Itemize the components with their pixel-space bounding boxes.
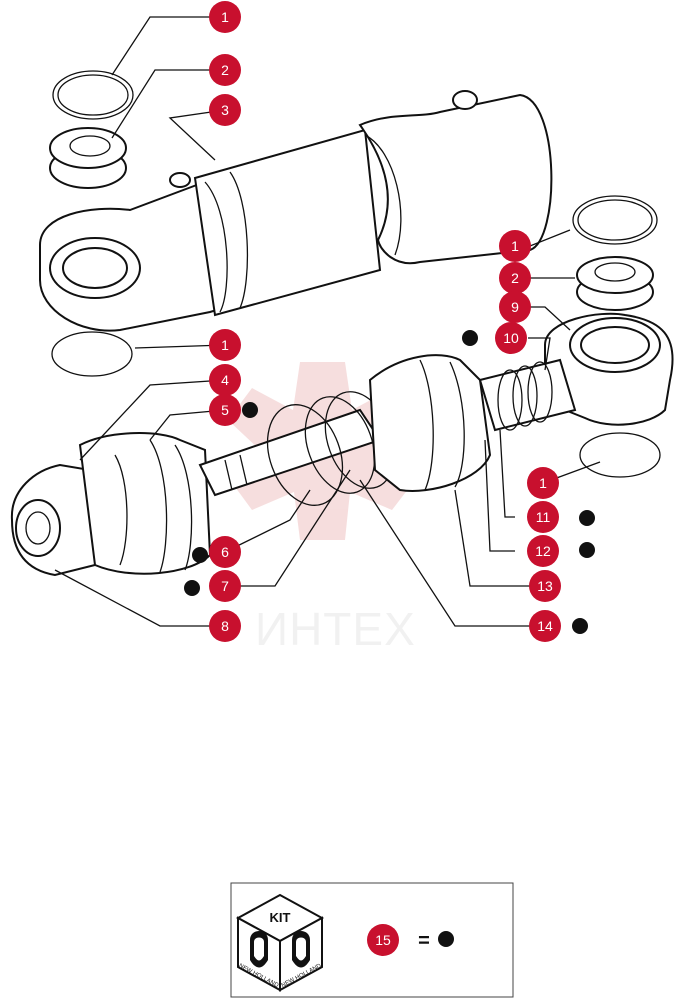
gland-nut	[10, 463, 107, 577]
piston-body	[368, 354, 492, 492]
callout-1: 1	[209, 329, 241, 361]
snap-ring-right-upper	[572, 195, 658, 245]
callout-label: 1	[539, 475, 547, 491]
kit-dot	[184, 580, 200, 596]
callout-label: 1	[221, 337, 229, 353]
kit-dot	[242, 402, 258, 418]
callout-label: 1	[511, 238, 519, 254]
kit-dot	[192, 547, 208, 563]
snap-ring-below-clevis	[51, 331, 133, 377]
callout-7: 7	[209, 570, 241, 602]
callout-label: 9	[511, 299, 519, 315]
wiper-seal-right	[576, 256, 654, 311]
callout-4: 4	[209, 364, 241, 396]
callout-5: 5	[209, 394, 241, 426]
callout-6: 6	[209, 536, 241, 568]
callout-label: 2	[221, 62, 229, 78]
new-holland-leaf-icon	[292, 931, 310, 968]
callout-2: 2	[499, 262, 531, 294]
callout-11: 11	[527, 501, 559, 533]
callout-label: 11	[536, 509, 551, 525]
callout-12: 12	[527, 535, 559, 567]
piston-head-left	[78, 432, 212, 575]
callout-14: 14	[529, 610, 561, 642]
kit-dot	[572, 618, 588, 634]
wiper-seal-top-left	[49, 127, 127, 189]
callout-3: 3	[209, 94, 241, 126]
callout-label: 1	[221, 9, 229, 25]
callout-label: 15	[375, 932, 391, 948]
callout-9: 9	[499, 291, 531, 323]
callout-label: 3	[221, 102, 229, 118]
callout-label: 12	[535, 543, 551, 559]
kit-dot	[579, 542, 595, 558]
watermark-text: ИНТЕХ	[255, 603, 416, 655]
kit-dot	[579, 510, 595, 526]
kit-legend: KIT NEW HOLLAND NEW HOLLAND 15 =	[230, 882, 514, 998]
callout-label: 7	[221, 578, 229, 594]
equals-sign: =	[418, 930, 430, 952]
callout-1: 1	[527, 467, 559, 499]
rod-end-eye	[544, 312, 674, 426]
cylinder-barrel	[39, 90, 553, 332]
kit-label: KIT	[270, 910, 291, 925]
callout-1: 1	[499, 230, 531, 262]
kit-dot-legend	[438, 931, 454, 947]
kit-dot	[462, 330, 478, 346]
callout-label: 13	[537, 578, 553, 594]
callouts: 1 2 3 1 2 9 10 1	[209, 1, 561, 642]
callout-label: 6	[221, 544, 229, 560]
callout-label: 2	[511, 270, 519, 286]
callout-label: 5	[221, 402, 229, 418]
new-holland-leaf-icon	[250, 931, 268, 968]
callout-label: 14	[537, 618, 553, 634]
snap-ring-right-lower	[579, 432, 661, 478]
callout-13: 13	[529, 570, 561, 602]
callout-8: 8	[209, 610, 241, 642]
snap-ring-top-left	[52, 70, 134, 120]
callout-10: 10	[495, 322, 527, 354]
callout-label: 8	[221, 618, 229, 634]
callout-1: 1	[209, 1, 241, 33]
callout-2: 2	[209, 54, 241, 86]
kit-dots	[184, 330, 595, 634]
callout-label: 4	[221, 372, 229, 388]
rod-guide-seals	[478, 358, 577, 432]
kit-callout-15: 15	[367, 924, 399, 956]
callout-label: 10	[503, 330, 519, 346]
